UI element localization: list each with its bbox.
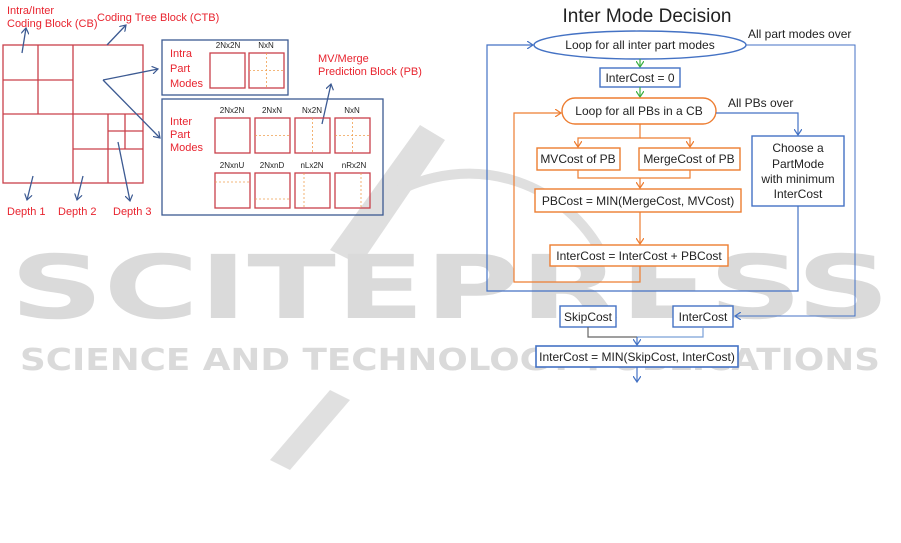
init-text: InterCost = 0 bbox=[605, 71, 674, 85]
inter-box bbox=[161, 98, 384, 216]
choose-node bbox=[751, 135, 845, 207]
intra-mode-label: NxN bbox=[258, 41, 274, 50]
arrow-inter bbox=[102, 79, 160, 138]
intra-box bbox=[161, 39, 289, 96]
mergecost-node bbox=[638, 147, 741, 171]
ctb-label: Coding Tree Block (CTB) bbox=[97, 12, 219, 24]
skipcost-text: SkipCost bbox=[564, 310, 613, 324]
ctb-grid bbox=[2, 44, 144, 184]
inter-mode-2nx2n bbox=[214, 117, 251, 154]
watermark-slash-bottom bbox=[270, 390, 350, 470]
arrow-pb bbox=[321, 84, 331, 125]
inter-mode-label: 2NxnU bbox=[220, 161, 245, 170]
watermark-slash-top bbox=[330, 125, 445, 265]
inter-mode-nrx2n bbox=[334, 172, 371, 209]
intercost-text: InterCost bbox=[679, 310, 728, 324]
inter-title-3: Modes bbox=[170, 142, 204, 154]
arrow-depth3 bbox=[117, 141, 130, 201]
intra-mode-label: 2Nx2N bbox=[216, 41, 241, 50]
choose-text-2: PartMode bbox=[772, 157, 824, 171]
mvcost-text: MVCost of PB bbox=[540, 152, 615, 166]
loop-modes-text: Loop for all inter part modes bbox=[565, 38, 714, 52]
arrow-cb bbox=[22, 28, 26, 54]
arrow-intra bbox=[102, 69, 158, 81]
pbcost-text: PBCost = MIN(MergeCost, MVCost) bbox=[542, 194, 734, 208]
cb-label-line2: Coding Block (CB) bbox=[7, 18, 97, 30]
arrow-ctb bbox=[106, 25, 126, 46]
inter-mode-label: 2NxN bbox=[262, 106, 282, 115]
inter-mode-2nxnd bbox=[254, 172, 291, 209]
depth3-label: Depth 3 bbox=[113, 206, 152, 218]
inter-mode-2nxnu bbox=[214, 172, 251, 209]
inter-mode-label: Nx2N bbox=[302, 106, 322, 115]
inter-mode-label: 2NxnD bbox=[260, 161, 285, 170]
intra-title-1: Intra bbox=[170, 48, 193, 60]
inter-title-1: Inter bbox=[170, 116, 192, 128]
depth2-label: Depth 2 bbox=[58, 206, 97, 218]
pbcost-node bbox=[534, 188, 742, 213]
inter-mode-label: NxN bbox=[344, 106, 360, 115]
accum-text: InterCost = InterCost + PBCost bbox=[556, 249, 722, 263]
choose-text-1: Choose a bbox=[772, 141, 824, 155]
final-text: InterCost = MIN(SkipCost, InterCost) bbox=[539, 350, 735, 364]
arrow-depth1 bbox=[27, 175, 34, 200]
watermark-main: SCITEPRESS bbox=[10, 236, 890, 339]
intra-mode-2nx2n bbox=[209, 52, 246, 89]
inter-mode-label: 2Nx2N bbox=[220, 106, 245, 115]
intra-title-3: Modes bbox=[170, 78, 204, 90]
inter-mode-nlx2n bbox=[294, 172, 331, 209]
inter-mode-label: nLx2N bbox=[300, 161, 323, 170]
mergecost-text: MergeCost of PB bbox=[643, 152, 734, 166]
all-modes-over-label: All part modes over bbox=[748, 27, 851, 41]
watermark-arc bbox=[387, 168, 605, 253]
watermark-sub: SCIENCE AND TECHNOLOGY PUBLICATIONS bbox=[20, 343, 880, 378]
choose-text-4: InterCost bbox=[774, 187, 823, 201]
flowchart: Inter Mode Decision Loop for all inter p… bbox=[486, 6, 856, 382]
inter-part-modes: Inter Part Modes 2Nx2N 2NxN Nx2N NxN 2Nx… bbox=[161, 98, 384, 216]
accum-node bbox=[549, 244, 729, 267]
inter-title-2: Part bbox=[170, 129, 190, 141]
intra-title-2: Part bbox=[170, 63, 190, 75]
flowchart-title: Inter Mode Decision bbox=[563, 6, 732, 27]
intra-part-modes: Intra Part Modes 2Nx2N NxN bbox=[161, 39, 289, 96]
loop-pbs-text: Loop for all PBs in a CB bbox=[575, 104, 702, 118]
inter-mode-label: nRx2N bbox=[342, 161, 367, 170]
arrow-depth2 bbox=[77, 175, 84, 200]
cb-label-line1: Intra/Inter bbox=[7, 5, 54, 17]
depth1-label: Depth 1 bbox=[7, 206, 46, 218]
all-pbs-over-label: All PBs over bbox=[728, 96, 793, 110]
ctb-diagram: Intra/Inter Coding Block (CB) Coding Tre… bbox=[2, 5, 219, 218]
mvcost-node bbox=[536, 147, 621, 171]
pb-label-line2: Prediction Block (PB) bbox=[318, 66, 422, 78]
pb-label-line1: MV/Merge bbox=[318, 53, 369, 65]
choose-text-3: with minimum bbox=[760, 172, 834, 186]
ctb-arrows bbox=[22, 25, 160, 201]
